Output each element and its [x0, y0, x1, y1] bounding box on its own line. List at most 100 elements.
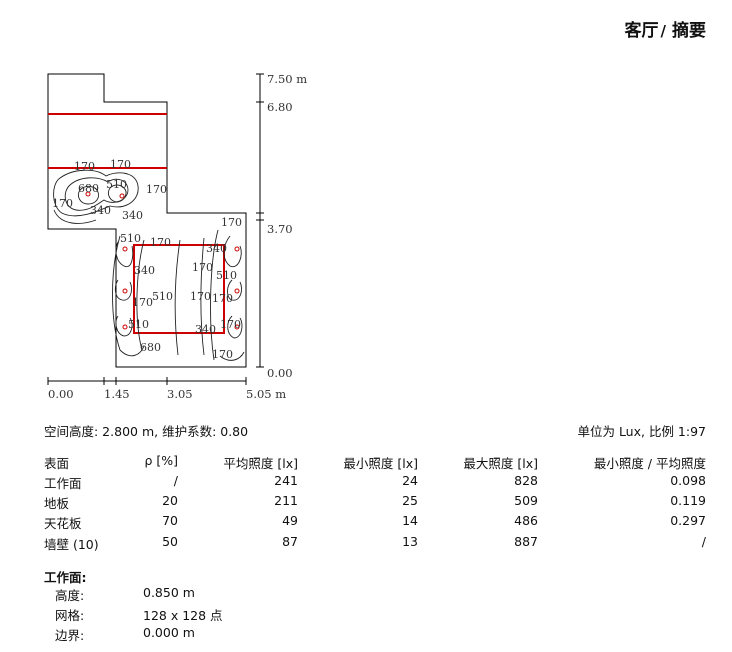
cell-surface: 天花板 [44, 516, 82, 531]
isolux-floor-plan: 170 170 680 510 170 170 340 340 170 510 … [47, 72, 307, 401]
page-title: 客厅/ 摘要 [625, 16, 706, 41]
contour-label: 170 [212, 348, 233, 361]
contour-line [114, 279, 133, 301]
contour-label: 510 [120, 232, 141, 245]
y-label: 6.80 [267, 100, 293, 114]
room-outline [47, 73, 247, 368]
contour-label: 340 [206, 242, 227, 255]
col-header-surface: 表面 [44, 456, 70, 471]
cell-max: 486 [514, 513, 538, 528]
contour-label: 170 [221, 216, 242, 229]
col-header-uniformity: 最小照度 / 平均照度 [593, 456, 706, 471]
cell-min: 24 [402, 473, 418, 488]
contour-label: 510 [152, 290, 173, 303]
luminaire-point [234, 246, 240, 252]
contour-label: 170 [132, 296, 153, 309]
x-label: 3.05 [167, 387, 193, 401]
cell-max: 509 [514, 493, 538, 508]
grid-label: 网格: [55, 608, 85, 623]
contour-label: 340 [90, 204, 111, 217]
cell-min: 25 [402, 493, 418, 508]
contour-label: 170 [146, 183, 167, 196]
y-label-top: 7.50 m [267, 72, 307, 86]
section-name: 摘要 [672, 21, 706, 41]
table-row: 地板 20 211 25 509 0.119 [44, 493, 706, 513]
contour-line [112, 235, 145, 357]
contour-label: 170 [150, 236, 171, 249]
contour-label: 170 [212, 292, 233, 305]
col-header-reflectance: ρ [%] [144, 453, 178, 468]
cell-reflectance: 70 [162, 513, 178, 528]
cell-uniformity: 0.098 [670, 473, 706, 488]
contour-lines-upper [53, 169, 139, 224]
x-label: 5.05 m [246, 387, 286, 401]
contour-line [77, 185, 99, 205]
contour-lines-lower [112, 229, 245, 361]
room-info: 空间高度: 2.800 m, 维护系数: 0.80 [44, 424, 249, 439]
col-header-min: 最小照度 [lx] [343, 456, 418, 471]
contour-label: 170 [192, 261, 213, 274]
contour-line [174, 239, 181, 356]
contour-label: 510 [106, 178, 127, 191]
contour-line [115, 241, 134, 268]
boundary-value: 0.000 m [143, 625, 195, 640]
cell-min: 13 [402, 534, 418, 549]
cell-surface: 地板 [44, 496, 70, 511]
contour-label: 170 [220, 318, 241, 331]
contour-label: 510 [216, 269, 237, 282]
cell-avg: 49 [282, 513, 298, 528]
height-label: 高度: [55, 588, 85, 603]
boundary-label: 边界: [55, 628, 85, 643]
cell-avg: 87 [282, 534, 298, 549]
luminaire-point [122, 324, 128, 330]
contour-line [227, 279, 243, 301]
contour-label: 340 [195, 323, 216, 336]
contour-label: 170 [52, 197, 73, 210]
contour-label: 510 [128, 318, 149, 331]
cell-uniformity: 0.119 [670, 493, 706, 508]
contour-line [53, 169, 139, 217]
luminaire-point [122, 246, 128, 252]
contour-label: 170 [74, 160, 95, 173]
contour-line [210, 229, 219, 361]
contour-line [115, 315, 133, 337]
contour-label: 170 [190, 290, 211, 303]
cell-reflectance: 50 [162, 534, 178, 549]
contour-line [107, 184, 127, 203]
col-header-max: 最大照度 [lx] [463, 456, 538, 471]
luminaire-point [122, 288, 128, 294]
cell-surface: 工作面 [44, 476, 82, 491]
title-separator: / [660, 22, 666, 40]
cell-avg: 211 [274, 493, 298, 508]
contour-label: 170 [110, 158, 131, 171]
room-name: 客厅 [624, 21, 659, 41]
contour-label: 340 [134, 264, 155, 277]
cell-uniformity: / [701, 534, 706, 549]
height-value: 0.850 m [143, 585, 195, 600]
table-header: 表面 ρ [%] 平均照度 [lx] 最小照度 [lx] 最大照度 [lx] 最… [44, 453, 706, 473]
contour-line [53, 209, 97, 224]
contour-labels: 170 170 680 510 170 170 340 340 170 510 … [52, 158, 242, 361]
contour-line [136, 239, 145, 351]
contour-line [200, 237, 205, 356]
workplane-heading: 工作面: [44, 570, 87, 585]
cell-reflectance: / [173, 473, 178, 488]
table-row: 天花板 70 49 14 486 0.297 [44, 513, 706, 533]
col-header-avg: 平均照度 [lx] [223, 456, 298, 471]
contour-label: 340 [122, 209, 143, 222]
luminaire-point [85, 191, 91, 197]
contour-label: 680 [140, 341, 161, 354]
luminaire-point [234, 288, 240, 294]
luminaire-point [234, 324, 240, 330]
x-label: 0.00 [48, 387, 74, 401]
y-label-bottom: 0.00 [267, 366, 293, 380]
table-row: 墙壁 (10) 50 87 13 887 / [44, 534, 706, 554]
x-label: 1.45 [104, 387, 130, 401]
cell-uniformity: 0.297 [670, 513, 706, 528]
grid-value: 128 x 128 点 [143, 608, 223, 623]
table-row: 工作面 / 241 24 828 0.098 [44, 473, 706, 493]
contour-line [219, 351, 245, 361]
horizontal-scale [47, 377, 247, 385]
cell-reflectance: 20 [162, 493, 178, 508]
contour-line [227, 315, 243, 339]
